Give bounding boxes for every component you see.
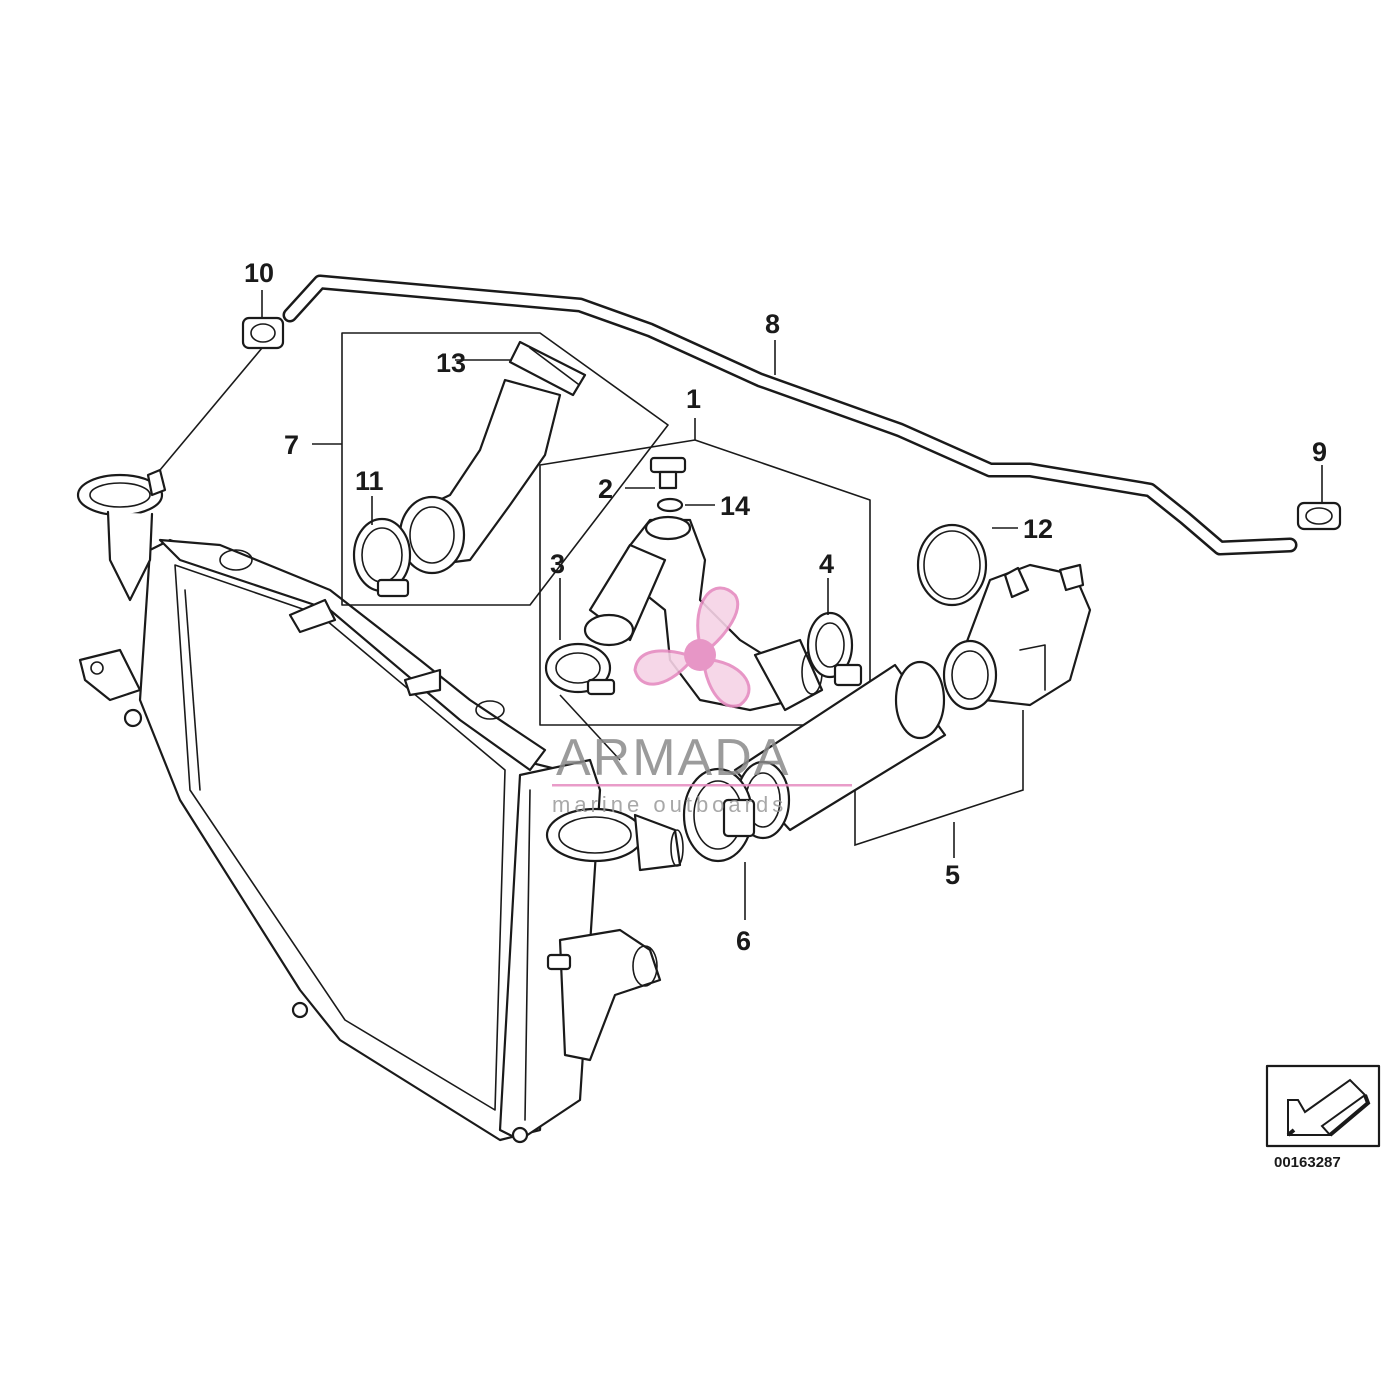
callout-2: 2: [598, 474, 613, 504]
leader-lines: [261, 290, 1323, 920]
callout-14: 14: [720, 491, 750, 521]
clamp-6: [682, 767, 756, 863]
callout-6: 6: [736, 926, 751, 956]
callout-9: 9: [1312, 437, 1327, 467]
callout-8: 8: [765, 309, 780, 339]
callout-4: 4: [819, 549, 834, 579]
callout-3: 3: [550, 549, 565, 579]
watermark-tagline: marine outboards: [552, 792, 787, 817]
hose-8: [282, 274, 1298, 556]
callout-13: 13: [436, 348, 466, 378]
callout-7: 7: [284, 430, 299, 460]
hose-assembly-7-group: [341, 332, 669, 606]
callout-1: 1: [686, 384, 701, 414]
view-direction-box: 00163287: [1265, 1064, 1381, 1171]
callout-11: 11: [355, 466, 384, 496]
pipe-5: [733, 563, 1092, 840]
radiator: [76, 468, 684, 1144]
callout-10: 10: [244, 258, 274, 288]
clamp-10: [159, 316, 285, 471]
callout-labels: 10 8 13 1 7 9 11 2 14 12 3 4 5 6: [244, 258, 1327, 956]
watermark: ARMADA marine outboards: [552, 586, 852, 817]
watermark-brand: ARMADA: [556, 729, 790, 787]
o-ring-12: [916, 523, 988, 607]
callout-12: 12: [1023, 514, 1053, 544]
document-number: 00163287: [1274, 1154, 1341, 1171]
callout-5: 5: [945, 860, 960, 890]
direction-arrow-icon: [1286, 1078, 1371, 1137]
propeller-logo: [633, 586, 751, 708]
clamp-9: [1296, 501, 1342, 531]
